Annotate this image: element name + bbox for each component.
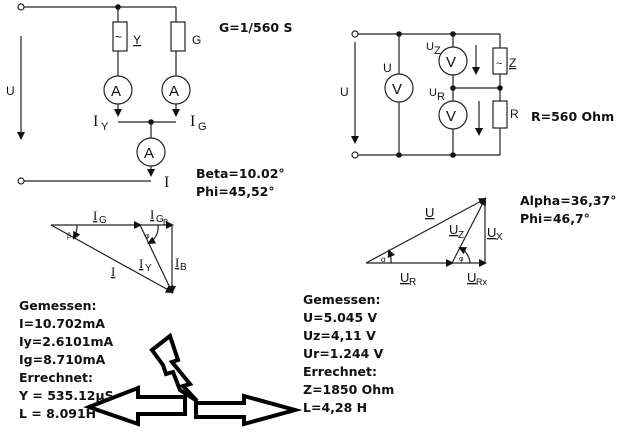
symbol-phi: φ [459, 256, 464, 263]
element-y [112, 21, 128, 52]
given-r: R=560 Ohm [531, 109, 615, 124]
symbol-alpha: α [381, 255, 386, 264]
results-right-line: Uz=4,11 V [303, 328, 376, 343]
label-uz: U [449, 222, 458, 237]
results-left-line: Ig=8.710mA [19, 352, 106, 367]
label-u-meter: U [383, 61, 392, 75]
label-ur: U [429, 87, 437, 99]
arrow-right-icon [194, 393, 303, 427]
label-u: U [340, 85, 349, 99]
results-right: Gemessen: U=5.045 V Uz=4,11 V Ur=1.244 V… [303, 291, 394, 417]
results-left: Gemessen: I=10.702mA Iy=2.6101mA Ig=8.71… [19, 297, 114, 423]
phasor-uz [451, 197, 486, 264]
results-right-line: U=5.045 V [303, 310, 378, 325]
results-left-line: Gemessen: [19, 298, 97, 313]
phasor-right-labels: U U Z U X U R U Rx α φ [381, 205, 503, 288]
angle-alpha: Alpha=36,37° [520, 193, 617, 208]
left-circuit-labels: U ~ Y G A A A I Y I G I [6, 30, 207, 191]
ammeter-symbol: A [169, 83, 179, 100]
terminal-bottom [351, 151, 359, 159]
voltmeter-symbol: V [392, 81, 402, 98]
label-u: U [425, 205, 434, 220]
label-iy: I [93, 113, 98, 130]
label-urx: U [467, 270, 476, 285]
label-uz-sub: Z [458, 230, 464, 241]
terminal-top [17, 3, 25, 11]
ammeter-symbol: A [144, 145, 154, 162]
label-igb-sub2: B [163, 218, 168, 227]
label-igb: I [150, 207, 154, 222]
label-uz-sub: Z [434, 45, 441, 57]
left-circuit [17, 3, 191, 185]
label-r: R [510, 107, 519, 121]
element-g [170, 21, 186, 52]
results-right-line: Ur=1.244 V [303, 346, 384, 361]
element-r [492, 100, 508, 129]
results-right-line: Gemessen: [303, 292, 381, 307]
symbol-tilde-y: ~ [115, 30, 122, 44]
angle-phi-arc [147, 224, 159, 244]
label-i: I [111, 264, 115, 279]
label-g: G [192, 33, 201, 47]
label-uz: U [426, 41, 434, 53]
junction-node [115, 4, 121, 10]
label-ig: I [93, 208, 97, 223]
phasor-iy [139, 224, 174, 294]
label-z: Z [509, 56, 516, 70]
voltmeter-symbol: V [446, 54, 456, 71]
angle-phi-arc [458, 247, 471, 264]
symbol-beta: β [67, 233, 71, 240]
angle-alpha-arc [387, 249, 396, 264]
label-ux-sub: X [496, 232, 503, 243]
results-left-line: I=10.702mA [19, 316, 106, 331]
results-left-line: Iy=2.6101mA [19, 334, 114, 349]
label-ur-sub: R [409, 277, 416, 288]
label-ib-sub: B [180, 262, 187, 273]
terminal-bottom [17, 177, 25, 185]
label-ux: U [487, 225, 496, 240]
results-right-line: L=4,28 H [303, 400, 368, 415]
voltmeter-symbol: V [446, 108, 456, 125]
angle-beta-arc [73, 224, 81, 240]
label-ig: I [190, 113, 195, 130]
label-y: Y [133, 33, 141, 47]
results-right-line: Errechnet: [303, 364, 378, 379]
label-ib: I [175, 255, 179, 270]
right-circuit-labels: U U V U Z V U R V ~ Z R [340, 41, 519, 125]
label-iy-sub: Y [145, 263, 152, 274]
label-u: U [6, 84, 15, 98]
label-igb-sub: G [156, 214, 164, 225]
results-left-line: Y = 535.12µS [19, 388, 114, 403]
label-ur-sub: R [437, 91, 445, 103]
results-left-line: Errechnet: [19, 370, 94, 385]
label-ig-sub: G [99, 215, 107, 226]
angle-phi-left: Phi=45,52° [196, 184, 275, 199]
label-ig-sub: G [198, 121, 207, 133]
results-right-line: Z=1850 Ohm [303, 382, 395, 397]
label-iy-sub: Y [101, 121, 109, 133]
arrow-left-icon [83, 385, 187, 427]
phasor-left [50, 221, 176, 294]
label-iy: I [139, 256, 143, 271]
lightning-icon [149, 332, 199, 403]
label-i: I [164, 174, 169, 191]
symbol-tilde-z: ~ [496, 58, 502, 70]
given-g: G=1/560 S [219, 20, 293, 35]
phasor-right [365, 197, 487, 267]
phasor-i [50, 224, 174, 293]
right-circuit [351, 30, 508, 159]
phasor-left-labels: I G I G B I B I Y I β φ [67, 207, 187, 279]
terminal-top [351, 30, 359, 38]
decorations [83, 332, 303, 427]
angle-beta: Beta=10.02° [196, 166, 285, 181]
symbol-phi: φ [145, 233, 150, 240]
angle-phi-right: Phi=46,7° [520, 211, 590, 226]
ammeter-symbol: A [111, 83, 121, 100]
label-ur: U [400, 270, 409, 285]
label-urx-sub: Rx [476, 277, 487, 287]
phasor-u [365, 198, 487, 264]
junction-node [497, 85, 503, 91]
results-left-line: L = 8.091H [19, 406, 97, 421]
